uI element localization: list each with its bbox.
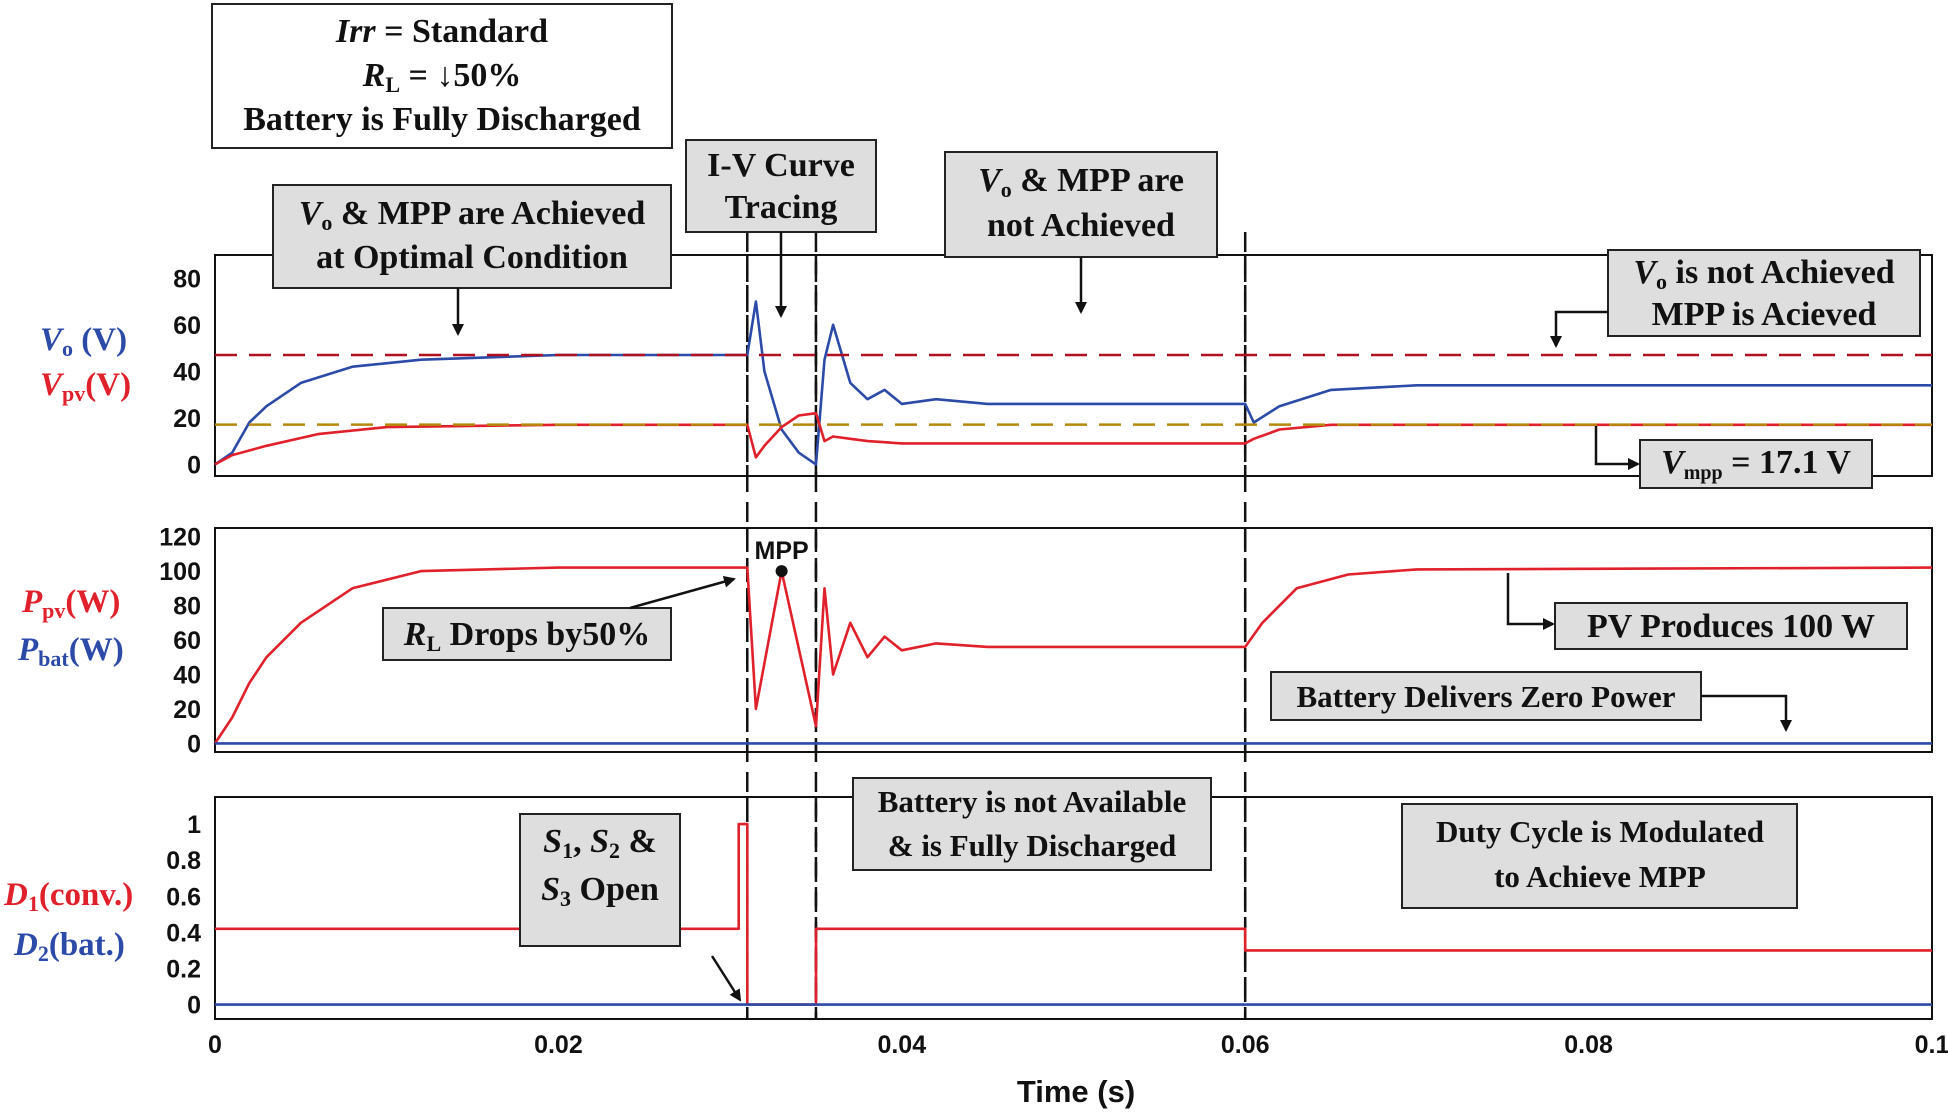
svg-text:Battery is Fully Discharged: Battery is Fully Discharged xyxy=(243,101,641,138)
annotation-rl-drops: RL Drops by50% xyxy=(382,575,736,661)
y-tick-label: 60 xyxy=(173,312,201,340)
x-axis-label: Time (s) xyxy=(1017,1074,1135,1109)
annotation-not-achieved: Vo & MPP are not Achieved xyxy=(944,151,1218,314)
y-tick-label: 100 xyxy=(159,558,201,586)
y-tick-label: 0.4 xyxy=(166,919,201,947)
svg-text:RL = ↓50%: RL = ↓50% xyxy=(362,57,522,97)
y-tick-label: 120 xyxy=(159,524,201,552)
y-tick-label: 0 xyxy=(187,451,201,479)
x-tick-label: 0.04 xyxy=(877,1031,926,1059)
power-panel-frame xyxy=(214,527,1933,753)
svg-text:& is Fully Discharged: & is Fully Discharged xyxy=(888,828,1176,863)
svg-text:Battery Delivers Zero Power: Battery Delivers Zero Power xyxy=(1296,679,1675,714)
mpp-label: MPP xyxy=(755,537,809,565)
svg-text:Vo & MPP are: Vo & MPP are xyxy=(978,162,1184,202)
y-tick-labels: 0 20 40 60 80 0 20 40 60 80 100 120 0 0.2 0.4 0.6 0.8 1 xyxy=(159,265,201,1019)
svg-text:Irr = Standard: Irr = Standard xyxy=(335,13,548,50)
y-tick-label: 20 xyxy=(173,405,201,433)
y-tick-label: 0.8 xyxy=(166,847,201,875)
annotation-switches-open: S1, S2 & S3 Open xyxy=(519,813,742,1002)
annotation-battery-not-available: Battery is not Available & is Fully Disc… xyxy=(852,777,1212,871)
svg-text:Vmpp = 17.1 V: Vmpp = 17.1 V xyxy=(1661,444,1851,484)
y-tick-label: 0.2 xyxy=(166,955,201,983)
plot-series xyxy=(213,300,1933,1006)
annotation-pv-100w: PV Produces 100 W xyxy=(1506,573,1908,650)
event-lines xyxy=(746,232,1247,1019)
annotation-iv-tracing: I-V Curve Tracing xyxy=(685,139,877,318)
svg-text:Vo & MPP are Achieved: Vo & MPP are Achieved xyxy=(299,195,646,235)
y-tick-label: 60 xyxy=(173,627,201,655)
x-tick-label: 0.08 xyxy=(1564,1031,1613,1059)
x-tick-label: 0.06 xyxy=(1221,1031,1270,1059)
mpp-marker: MPP xyxy=(755,537,809,578)
annotation-battery-zero: Battery Delivers Zero Power xyxy=(1270,671,1792,732)
y-tick-label: 0 xyxy=(187,730,201,758)
svg-text:S1, S2 &: S1, S2 & xyxy=(543,823,657,863)
d1-ylabel: D1(conv.) xyxy=(3,877,133,916)
svg-text:Tracing: Tracing xyxy=(725,189,838,226)
svg-text:S3 Open: S3 Open xyxy=(541,871,659,911)
mpp-point xyxy=(775,565,788,578)
svg-text:PV Produces 100 W: PV Produces 100 W xyxy=(1587,608,1875,645)
svg-text:at Optimal Condition: at Optimal Condition xyxy=(316,239,628,276)
series-line xyxy=(213,566,1933,745)
y-tick-label: 0.6 xyxy=(166,883,201,911)
y-tick-label: 20 xyxy=(173,696,201,724)
d2-ylabel: D2(bat.) xyxy=(13,927,125,966)
x-tick-label: 0.1 xyxy=(1915,1031,1948,1059)
y-tick-label: 1 xyxy=(187,811,201,839)
series-line xyxy=(214,411,1932,466)
y-tick-label: 80 xyxy=(173,593,201,621)
annotation-vo-not-achieved: Vo is not Achieved MPP is Acieved xyxy=(1550,249,1921,348)
svg-text:RL Drops by50%: RL Drops by50% xyxy=(403,616,650,656)
svg-text:Duty Cycle is Modulated: Duty Cycle is Modulated xyxy=(1436,814,1764,849)
y-tick-label: 0 xyxy=(187,992,201,1020)
vo-ylabel: Vo (V) xyxy=(40,322,127,361)
svg-text:Battery is not Available: Battery is not Available xyxy=(878,784,1187,819)
x-tick-labels: 0 0.02 0.04 0.06 0.08 0.1 xyxy=(208,1031,1948,1059)
x-tick-label: 0.02 xyxy=(534,1031,583,1059)
svg-text:MPP is Acieved: MPP is Acieved xyxy=(1652,296,1877,333)
annotation-optimal: Vo & MPP are Achieved at Optimal Conditi… xyxy=(272,184,672,336)
vpv-ylabel: Vpv(V) xyxy=(40,367,131,406)
ppv-ylabel: Ppv(W) xyxy=(21,584,120,623)
x-tick-label: 0 xyxy=(208,1031,222,1059)
svg-text:I-V Curve: I-V Curve xyxy=(707,147,855,184)
pbat-ylabel: Pbat(W) xyxy=(17,632,124,671)
annotation-vmpp: Vmpp = 17.1 V xyxy=(1594,426,1873,489)
svg-text:not Achieved: not Achieved xyxy=(987,207,1175,244)
annotation-duty-cycle: Duty Cycle is Modulated to Achieve MPP xyxy=(1401,803,1798,909)
y-tick-label: 40 xyxy=(173,661,201,689)
svg-text:Vo is not Achieved: Vo is not Achieved xyxy=(1633,254,1894,294)
condition-box: Irr = Standard RL = ↓50% Battery is Full… xyxy=(211,3,673,149)
y-tick-label: 80 xyxy=(173,265,201,293)
series-line xyxy=(214,300,1932,466)
svg-text:to Achieve MPP: to Achieve MPP xyxy=(1494,859,1706,894)
y-tick-label: 40 xyxy=(173,358,201,386)
